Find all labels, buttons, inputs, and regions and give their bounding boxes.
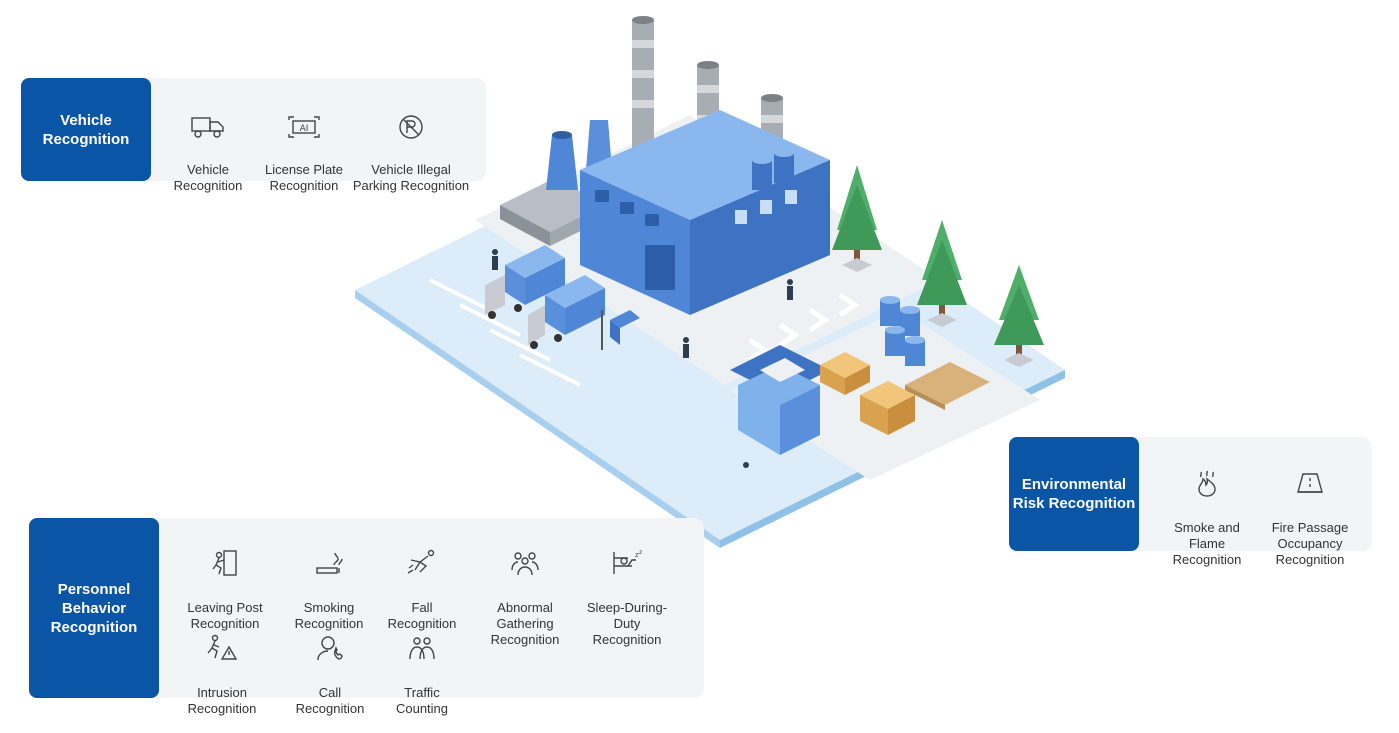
license-plate-recognition-label: License Plate Recognition bbox=[264, 162, 344, 193]
vehicle-recognition-panel bbox=[116, 78, 486, 181]
no-parking-icon bbox=[399, 115, 423, 139]
intrusion-recognition-item[interactable]: Intrusion Recognition bbox=[167, 617, 277, 733]
sleep-icon: z z bbox=[613, 549, 642, 574]
sleep-during-duty-recognition-item[interactable]: z z Sleep-During- Duty Recognition bbox=[572, 532, 682, 664]
environmental-risk-panel bbox=[1100, 437, 1372, 551]
smoking-recognition-item[interactable]: Smoking Recognition bbox=[274, 532, 384, 648]
abnormal-gathering-recognition-label: Abnormal Gathering Recognition bbox=[490, 600, 560, 647]
fall-recognition-item[interactable]: Fall Recognition bbox=[367, 532, 477, 648]
fire-passage-icon bbox=[1297, 473, 1323, 493]
leaving-post-recognition-item[interactable]: Leaving Post Recognition bbox=[170, 532, 280, 648]
personnel-behavior-category: Personnel Behavior Recognition bbox=[29, 518, 159, 698]
traffic-counting-label: Traffic Counting bbox=[395, 685, 449, 716]
factory-scene-illustration bbox=[355, 16, 1065, 548]
smoking-recognition-label: Smoking Recognition bbox=[294, 600, 364, 631]
call-recognition-item[interactable]: Call Recognition bbox=[275, 617, 385, 733]
sleep-during-duty-recognition-label: Sleep-During- Duty Recognition bbox=[586, 600, 668, 647]
smoking-icon bbox=[316, 552, 343, 574]
illegal-parking-recognition-item[interactable]: Vehicle Illegal Parking Recognition bbox=[348, 98, 474, 210]
gathering-icon bbox=[511, 552, 539, 576]
flame-icon bbox=[1198, 470, 1216, 497]
svg-text:AI: AI bbox=[300, 124, 309, 134]
vehicle-recognition-item[interactable]: Vehicle Recognition bbox=[153, 98, 263, 210]
traffic-counting-icon bbox=[409, 637, 435, 660]
svg-text:z: z bbox=[639, 549, 642, 556]
leaving-post-recognition-label: Leaving Post Recognition bbox=[187, 600, 263, 631]
environmental-risk-category: Environmental Risk Recognition bbox=[1009, 437, 1139, 551]
car-icon bbox=[191, 117, 224, 138]
intrusion-recognition-label: Intrusion Recognition bbox=[187, 685, 257, 716]
vehicle-recognition-label: Vehicle Recognition bbox=[173, 162, 243, 193]
vehicle-recognition-category: Vehicle Recognition bbox=[21, 78, 151, 181]
fire-passage-occupancy-label: Fire Passage Occupancy Recognition bbox=[1271, 520, 1349, 567]
illegal-parking-recognition-label: Vehicle Illegal Parking Recognition bbox=[352, 162, 470, 193]
fire-passage-occupancy-item[interactable]: Fire Passage Occupancy Recognition bbox=[1255, 454, 1365, 584]
intrusion-icon bbox=[207, 634, 238, 660]
abnormal-gathering-recognition-item[interactable]: Abnormal Gathering Recognition bbox=[470, 532, 580, 664]
svg-text:z: z bbox=[635, 551, 639, 559]
fall-recognition-label: Fall Recognition bbox=[387, 600, 457, 631]
smoke-flame-recognition-label: Smoke and Flame Recognition bbox=[1172, 520, 1242, 567]
license-plate-recognition-item[interactable]: AI License Plate Recognition bbox=[249, 98, 359, 210]
license-plate-icon: AI bbox=[288, 116, 320, 138]
leaving-post-icon bbox=[212, 550, 237, 576]
call-recognition-label: Call Recognition bbox=[295, 685, 365, 716]
call-icon bbox=[317, 636, 343, 661]
traffic-counting-item[interactable]: Traffic Counting bbox=[367, 617, 477, 733]
personnel-behavior-panel bbox=[124, 518, 704, 698]
fall-icon bbox=[407, 549, 435, 574]
smoke-flame-recognition-item[interactable]: Smoke and Flame Recognition bbox=[1152, 454, 1262, 584]
